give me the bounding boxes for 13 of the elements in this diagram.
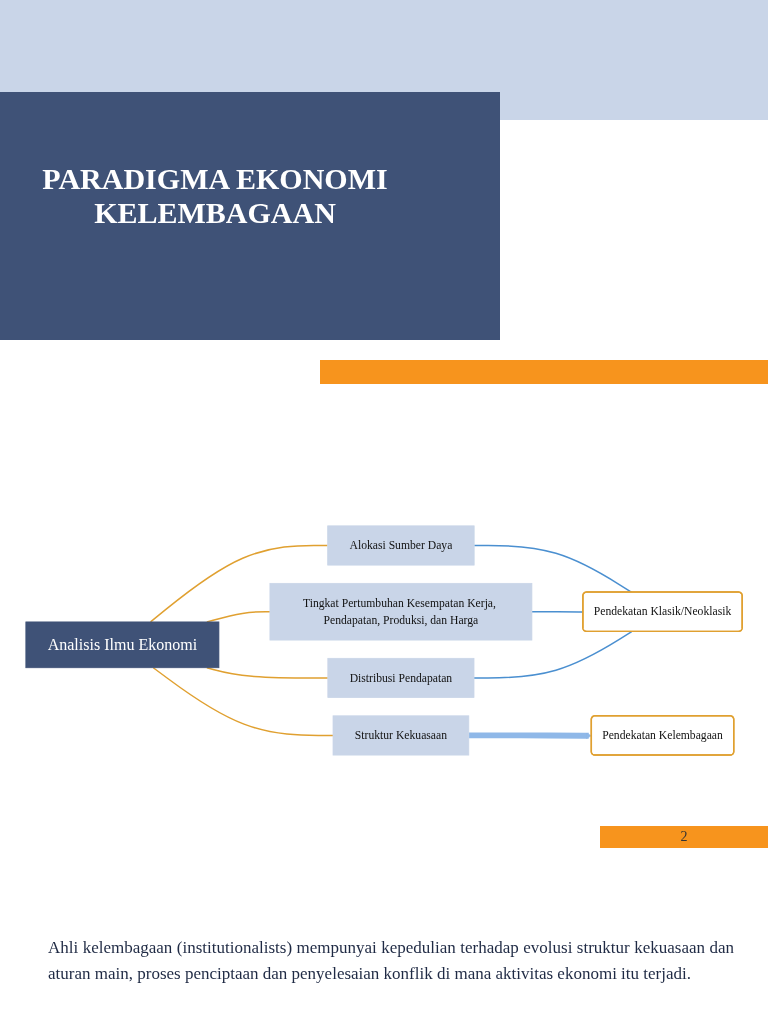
connector [473,630,633,679]
body-paragraph: Ahli kelembagaan (institutionalists) mempunyai kepedulian terhadap evolusi struktur kekuasaan dan aturan main, proses penciptaan dan penyelesaian konflik di mana aktivitas ekonomi itu terjadi. [48,937,734,985]
slide-title: PARADIGMA EKONOMI KELEMBAGAAN [0,92,500,340]
node-box: Alokasi Sumber Daya [327,525,475,566]
arrow [468,732,592,739]
page-number: 2 [600,826,768,848]
connector [206,666,329,679]
node-box: Analisis Ilmu Ekonomi [25,621,220,668]
connector [152,666,334,736]
node-box: Tingkat Pertumbuhan Kesempatan Kerja, Pendapatan, Produksi, dan Harga [269,582,533,640]
connector [149,544,329,623]
node-box: Distribusi Pendapatan [327,657,475,698]
node-box: Struktur Kekuasaan [332,714,470,755]
